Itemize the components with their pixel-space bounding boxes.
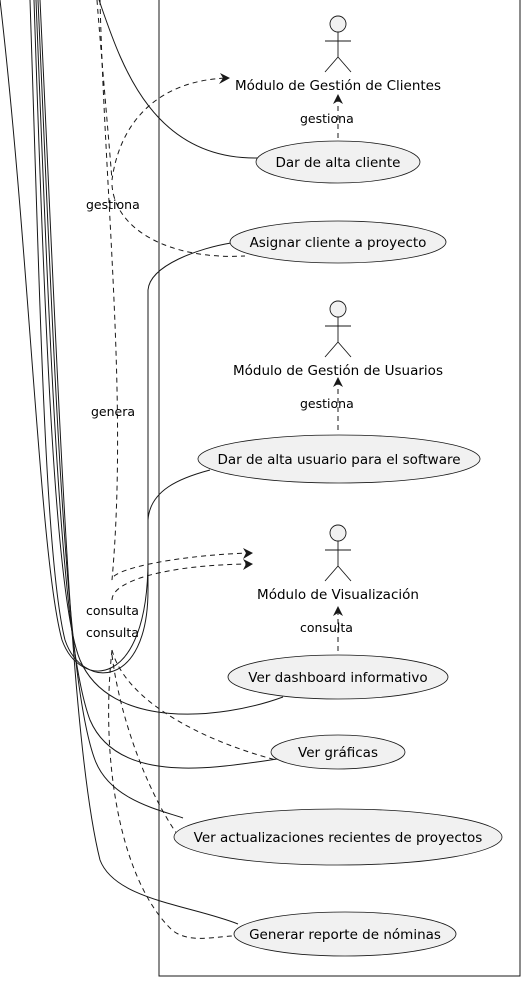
use-case-label: Ver dashboard informativo	[248, 670, 427, 686]
actor-icon	[329, 524, 347, 542]
use-case-generar-reporte[interactable]: Generar reporte de nóminas	[233, 911, 457, 957]
arrowhead	[333, 606, 343, 616]
relation-labels: gestiona gestiona gestiona consulta cons…	[86, 111, 354, 640]
actor-icon	[329, 300, 347, 318]
relation-label: consulta	[86, 625, 139, 640]
use-case-dar-alta-cliente[interactable]: Dar de alta cliente	[255, 140, 421, 184]
actor-icon	[329, 15, 347, 33]
arrowheads	[219, 73, 343, 616]
arrowhead	[333, 377, 343, 387]
use-case-label: Dar de alta cliente	[276, 155, 401, 171]
use-case-ver-graficas[interactable]: Ver gráficas	[270, 734, 406, 770]
actor-label: Módulo de Visualización	[257, 587, 419, 603]
relation-label: consulta	[86, 603, 139, 618]
use-case-label: Dar de alta usuario para el software	[217, 452, 460, 468]
use-case-ver-actualizaciones[interactable]: Ver actualizaciones recientes de proyect…	[173, 808, 503, 866]
use-case-label: Asignar cliente a proyecto	[250, 235, 427, 251]
use-case-label: Generar reporte de nóminas	[249, 927, 441, 943]
relation-label: gestiona	[300, 396, 354, 411]
arrowhead	[333, 94, 343, 104]
actor-label: Módulo de Gestión de Usuarios	[233, 363, 443, 379]
use-case-asignar-cliente[interactable]: Asignar cliente a proyecto	[229, 220, 447, 264]
arrowhead	[243, 548, 253, 559]
use-case-ver-dashboard[interactable]: Ver dashboard informativo	[227, 654, 449, 700]
actor-visualizacion[interactable]: Módulo de Visualización	[257, 524, 419, 603]
actor-usuarios[interactable]: Módulo de Gestión de Usuarios	[233, 300, 443, 379]
actor-label: Módulo de Gestión de Clientes	[235, 78, 441, 94]
system-boundary	[158, 0, 521, 977]
relation-label: genera	[91, 404, 135, 419]
relation-label: consulta	[300, 620, 353, 635]
arrowhead	[219, 73, 230, 84]
use-case-label: Ver gráficas	[298, 745, 378, 761]
relation-label: gestiona	[86, 197, 140, 212]
use-case-label: Ver actualizaciones recientes de proyect…	[194, 830, 483, 846]
association-lines	[0, 0, 286, 925]
arrowhead	[243, 559, 253, 570]
use-case-dar-alta-usuario[interactable]: Dar de alta usuario para el software	[197, 434, 481, 484]
dependency-lines	[96, 0, 339, 939]
actor-clientes[interactable]: Módulo de Gestión de Clientes	[235, 15, 441, 94]
relation-label: gestiona	[300, 111, 354, 126]
